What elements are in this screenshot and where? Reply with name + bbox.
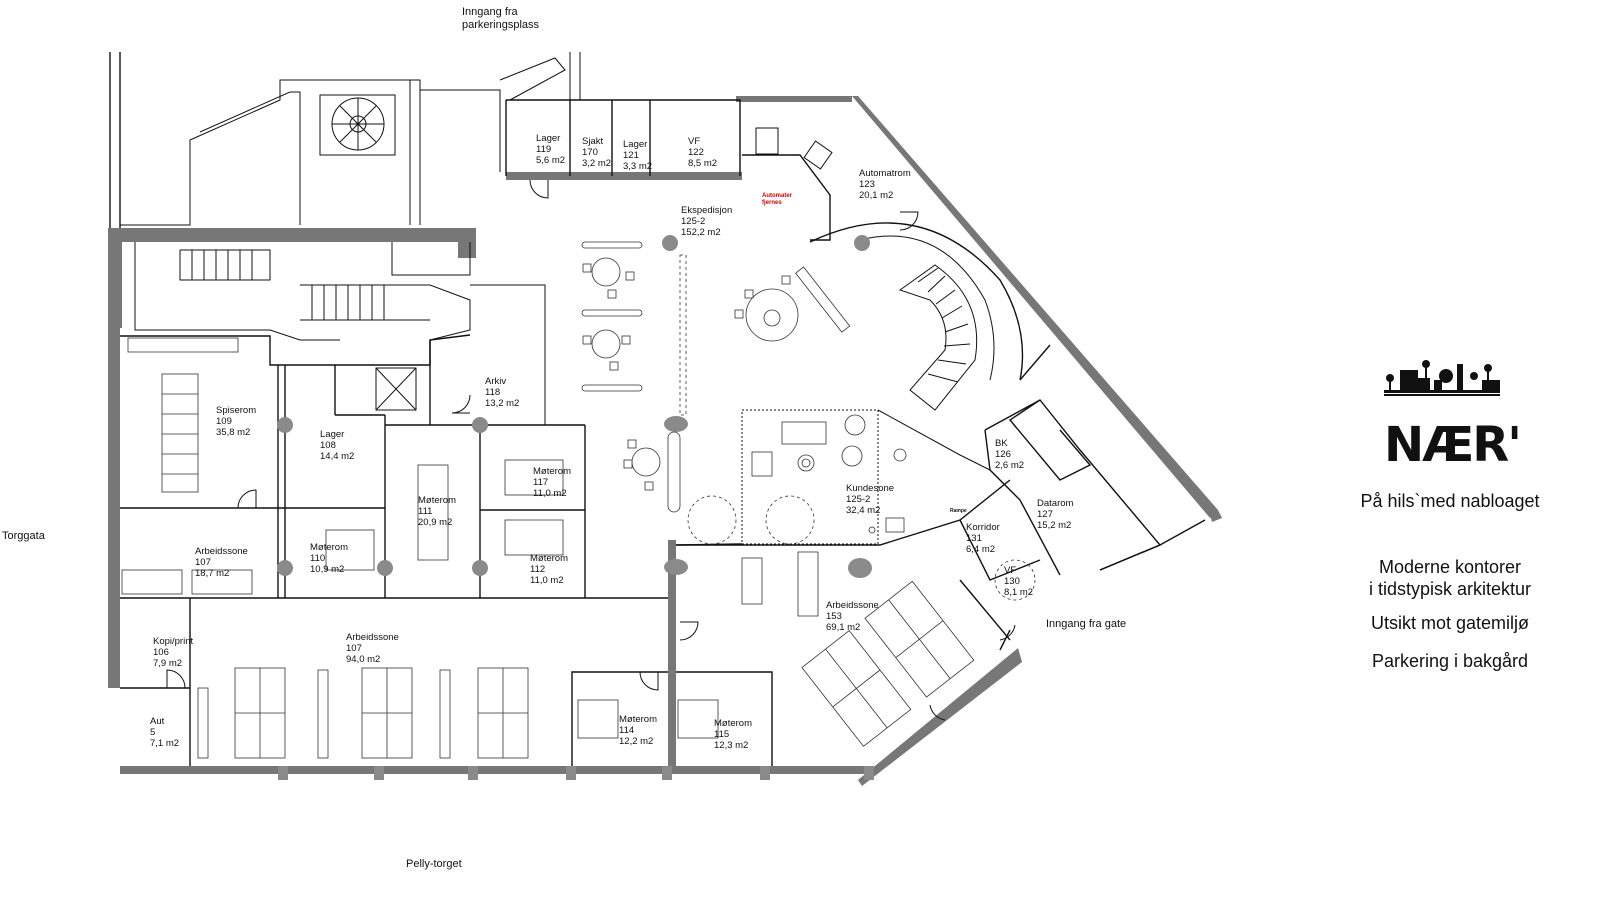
tagline-street-view: Utsikt mot gatemiljø [1370,613,1530,633]
columns [277,235,874,780]
label-street-bottom: Pelly-torget [406,858,462,870]
furniture [121,241,1036,759]
interior-walls [109,52,1206,766]
label-street-left: Torggata [2,530,45,542]
brand-slogan: På hils`med nabloaget [1360,491,1540,511]
annotation-rampe: Rampe [950,508,967,514]
annotation-automater: Automater fjernes [762,193,793,206]
exterior-walls [108,96,1222,786]
label-parking-entrance: Inngang fra parkeringsplass [462,6,540,31]
label-entrance-gate: Inngang fra gate [1046,618,1127,630]
tagline-modern-offices: Moderne kontorer i tidstypisk arkitektur [1368,557,1532,599]
tagline-backyard-parking: Parkering i bakgård [1371,651,1529,671]
doors [166,179,1016,721]
brand-logo: NÆR' [1384,417,1522,473]
brand-illustration-icon [1384,360,1500,396]
